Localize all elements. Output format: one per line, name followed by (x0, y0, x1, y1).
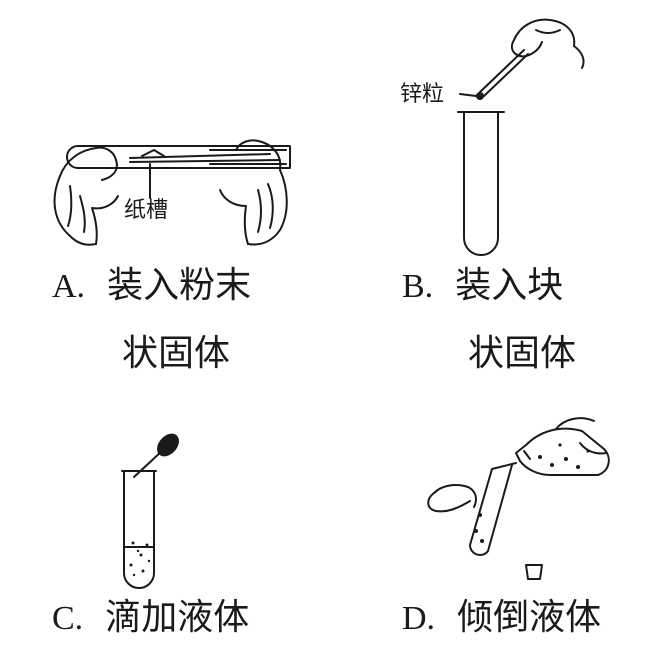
caption-d-line1: 倾倒液体 (457, 597, 602, 638)
tweezers-dropping-zinc-icon (330, 0, 649, 260)
caption-c: C. 滴加液体 (52, 600, 249, 636)
panel-d: D. 倾倒液体 (330, 395, 649, 646)
caption-a: A. 装入粉末 (52, 268, 251, 304)
caption-c-line1: 滴加液体 (105, 597, 250, 638)
caption-b-line1: 装入块 (455, 265, 564, 306)
caption-a-line1: 装入粉末 (107, 265, 252, 306)
caption-d: D. 倾倒液体 (402, 600, 601, 636)
caption-b: B. 装入块 (402, 268, 563, 304)
test-tube-with-paper-trough-icon (0, 0, 320, 260)
panel-b: 锌粒 B. 装入块 状固体 (330, 0, 649, 380)
caption-c-letter: C. (52, 600, 84, 637)
caption-d-letter: D. (402, 600, 436, 637)
panel-c: C. 滴加液体 (0, 395, 320, 646)
caption-a-letter: A. (52, 268, 86, 305)
caption-a-line2: 状固体 (122, 333, 231, 374)
panel-a: 纸槽 A. 装入粉末 状固体 (0, 0, 320, 380)
dropper-over-test-tube-icon (0, 433, 179, 595)
caption-b-letter: B. (402, 268, 434, 305)
zinc-granule-label: 锌粒 (400, 82, 445, 107)
pouring-bottle-icon (330, 395, 649, 595)
caption-b-line2: 状固体 (468, 333, 577, 374)
paper-trough-label: 纸槽 (124, 198, 169, 223)
